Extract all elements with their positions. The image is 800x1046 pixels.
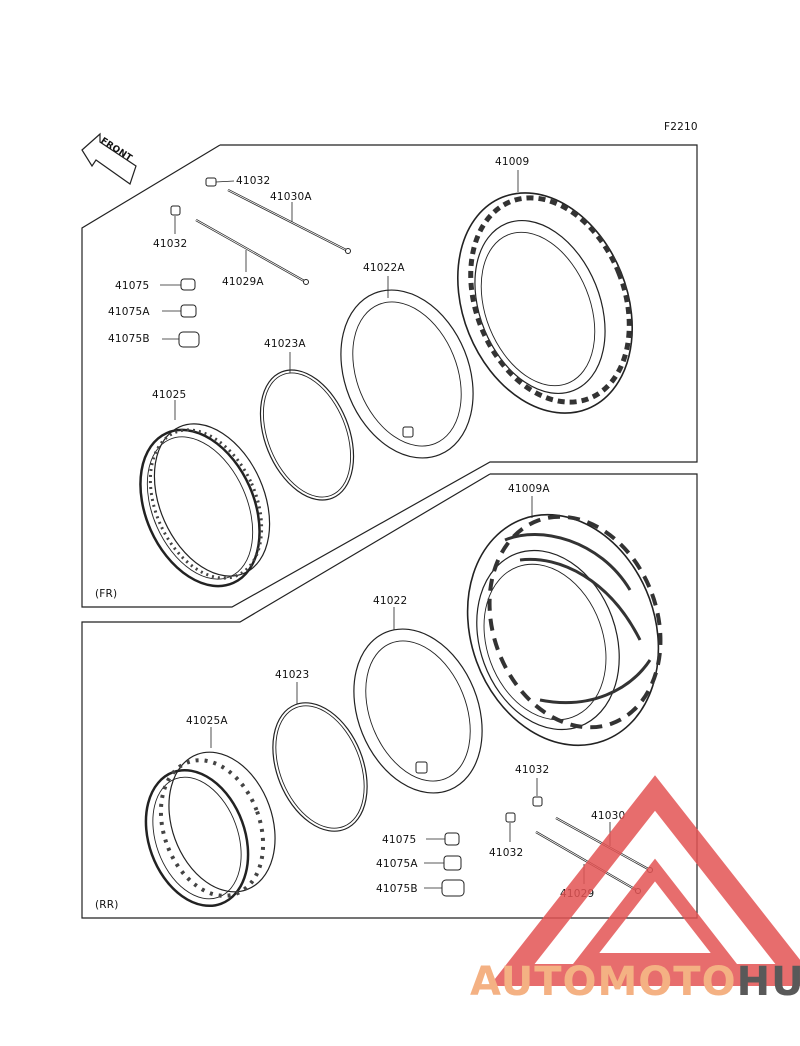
label-rear-tube: 41022 <box>373 595 407 607</box>
label-front-weight-3: 41075B <box>108 333 150 345</box>
front-arrow-icon: FRONT <box>81 132 137 185</box>
rear-valve-cap-upper <box>532 778 543 807</box>
front-tube <box>340 276 474 459</box>
label-front-weight-2: 41075A <box>108 306 150 318</box>
label-front-tube: 41022A <box>363 262 405 274</box>
front-valve-cap-upper <box>205 177 235 187</box>
label-front-spoke-upper: 41030A <box>270 191 312 203</box>
watermark-text-part1: AUTOMOTO <box>470 959 737 1005</box>
label-front-spoke-lower: 41029A <box>222 276 264 288</box>
label-front-valve-cap-left: 41032 <box>153 238 187 250</box>
front-rim <box>139 400 271 588</box>
label-rear-valve-cap-upper: 41032 <box>515 764 549 776</box>
rear-tube <box>353 607 483 794</box>
rear-weight-1 <box>426 832 460 846</box>
watermark-triangle-icon <box>489 775 800 986</box>
rear-weight-2 <box>424 855 462 871</box>
label-rear-valve-cap-lower: 41032 <box>489 847 523 859</box>
watermark-text-part2: HUB <box>737 959 800 1005</box>
rear-section-frame <box>81 473 698 919</box>
label-rear-rim: 41025A <box>186 715 228 727</box>
rear-rim-band <box>272 682 368 832</box>
figure-code: F2210 <box>664 121 698 133</box>
front-weight-3 <box>162 331 200 348</box>
label-rear-weight-2: 41075A <box>376 858 418 870</box>
rear-tire <box>466 496 663 747</box>
label-rear-tire: 41009A <box>508 483 550 495</box>
front-section-tag: (FR) <box>95 588 117 600</box>
rear-rim <box>144 727 276 908</box>
label-rear-weight-1: 41075 <box>382 834 416 846</box>
front-tire <box>456 170 634 414</box>
rear-valve-cap-lower <box>505 812 516 842</box>
label-front-valve-cap-upper: 41032 <box>236 175 270 187</box>
front-section-frame <box>81 144 698 608</box>
front-valve-cap-left <box>170 205 181 234</box>
automotohub-watermark <box>489 775 800 986</box>
label-front-rim: 41025 <box>152 389 186 401</box>
watermark-text: AUTOMOTOHUB <box>470 959 800 1005</box>
front-weight-2 <box>162 304 197 318</box>
label-front-tire: 41009 <box>495 156 529 168</box>
rear-weight-3 <box>424 879 465 897</box>
front-spoke-lower <box>195 219 309 285</box>
front-rim-band <box>259 352 355 501</box>
front-spoke-upper <box>227 189 351 254</box>
front-weight-1 <box>160 278 196 291</box>
label-front-rim-band: 41023A <box>264 338 306 350</box>
label-rear-spoke-upper: 41030 <box>591 810 625 822</box>
rear-section-tag: (RR) <box>95 899 119 911</box>
label-rear-rim-band: 41023 <box>275 669 309 681</box>
label-front-weight-1: 41075 <box>115 280 149 292</box>
label-rear-weight-3: 41075B <box>376 883 418 895</box>
